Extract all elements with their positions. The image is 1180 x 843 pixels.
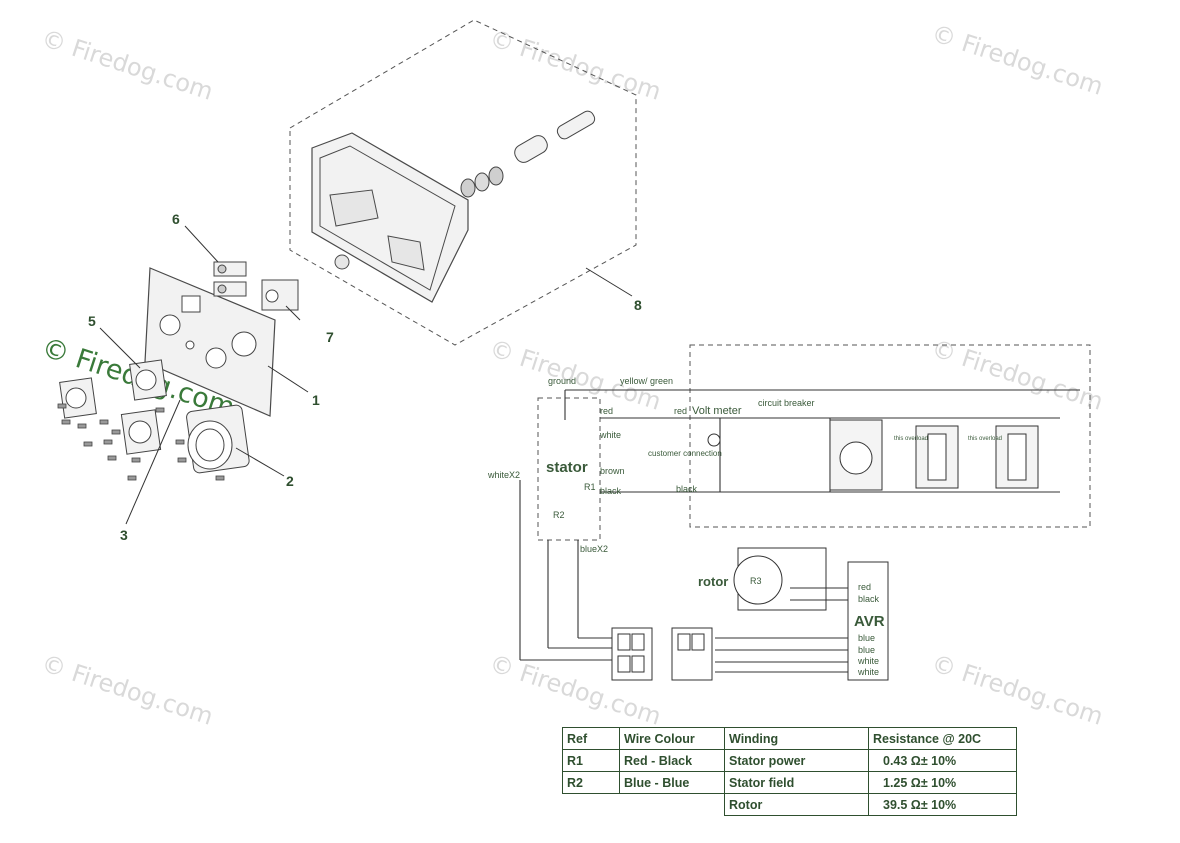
label-red-2: red [674, 406, 687, 416]
avr-terminal-blue: blue [858, 633, 875, 643]
avr-terminal-white: white [857, 667, 879, 677]
label-brown: brown [600, 466, 625, 476]
label-r3: R3 [750, 576, 762, 586]
cable-gland-parts [460, 110, 596, 198]
leader-lines [99, 225, 633, 525]
label-bluex2: blueX2 [580, 544, 608, 554]
watermark: © Firedog.com [928, 19, 1106, 101]
avr-terminal-red: red [858, 582, 871, 592]
watermark: © Firedog.com [486, 24, 664, 106]
cell-winding: Rotor [724, 793, 869, 816]
header-winding: Winding [724, 727, 869, 750]
table-row: R1 Red - Black Stator power 0.43 Ω± 10% [562, 749, 1017, 772]
socket-4 [59, 377, 97, 419]
label-rotor: rotor [698, 574, 728, 589]
cell-resistance: 1.25 Ω± 10% [868, 771, 1017, 794]
label-r1: R1 [584, 482, 596, 492]
label-yellow-green: yellow/ green [620, 376, 673, 386]
watermark: © Firedog.com [928, 649, 1106, 731]
socket-2 [186, 404, 250, 474]
table-row: R2 Blue - Blue Stator field 1.25 Ω± 10% [562, 771, 1017, 794]
cell-winding: Stator power [724, 749, 869, 772]
cell-ref [563, 794, 620, 816]
label-customer-connection: customer connection [648, 449, 722, 458]
label-black: black [600, 486, 622, 496]
watermark: © Firedog.com [486, 334, 664, 416]
socket-3 [120, 409, 162, 455]
label-black-2: black [676, 484, 698, 494]
watermark: © Firedog.com [38, 649, 216, 731]
customer-panel-outline [689, 344, 1091, 528]
cell-resistance: 39.5 Ω± 10% [868, 793, 1017, 816]
cell-ref: R2 [562, 771, 620, 794]
volt-meter-part [213, 261, 247, 297]
schematic-wires [519, 389, 1080, 673]
callout-5: 5 [88, 313, 96, 329]
header-ref: Ref [562, 727, 620, 750]
label-stator: stator [546, 459, 588, 476]
control-box-housing [311, 132, 469, 303]
avr-terminal-black: black [858, 594, 880, 604]
label-whitex2: whiteX2 [487, 470, 520, 480]
callout-7: 7 [326, 329, 334, 345]
cell-wire-colour [620, 794, 725, 816]
front-panel [144, 267, 276, 417]
resistance-table: Ref Wire Colour Winding Resistance @ 20C… [562, 727, 1017, 816]
plug-connectors [611, 627, 713, 681]
avr-terminal-white: white [857, 656, 879, 666]
label-red: red [600, 406, 613, 416]
callout-3: 3 [120, 527, 128, 543]
panel-outlets [829, 419, 1039, 491]
table-row: Rotor 39.5 Ω± 10% [563, 793, 1017, 816]
cell-winding: Stator field [724, 771, 869, 794]
label-avr: AVR [854, 613, 885, 630]
callout-2: 2 [286, 473, 294, 489]
voltmeter-symbol [707, 433, 721, 447]
label-r2: R2 [553, 510, 565, 520]
socket-5 [129, 359, 167, 401]
callout-6: 6 [172, 211, 180, 227]
stator-outline [537, 397, 601, 541]
label-circuit-breaker: circuit breaker [758, 398, 815, 408]
header-resistance: Resistance @ 20C [868, 727, 1017, 750]
avr-box [847, 561, 889, 681]
watermark: © Firedog.com [38, 24, 216, 106]
label-overload-1: this overload [894, 436, 928, 442]
avr-terminal-blue: blue [858, 645, 875, 655]
cell-wire-colour: Blue - Blue [619, 771, 725, 794]
cell-ref: R1 [562, 749, 620, 772]
screws [57, 403, 225, 481]
callout-1: 1 [312, 392, 320, 408]
header-wire-colour: Wire Colour [619, 727, 725, 750]
label-overload-2: this overload [968, 436, 1002, 442]
cell-resistance: 0.43 Ω± 10% [868, 749, 1017, 772]
circuit-breaker-part [261, 279, 299, 311]
label-white: white [599, 430, 621, 440]
cell-wire-colour: Red - Black [619, 749, 725, 772]
label-volt-meter: Volt meter [692, 405, 742, 417]
watermark: © Firedog.com [928, 334, 1106, 416]
label-ground: ground [548, 376, 576, 386]
rotor-symbol [733, 547, 827, 611]
callout-8: 8 [634, 297, 642, 313]
table-header-row: Ref Wire Colour Winding Resistance @ 20C [562, 727, 1017, 750]
control-box-group-outline [289, 19, 637, 346]
